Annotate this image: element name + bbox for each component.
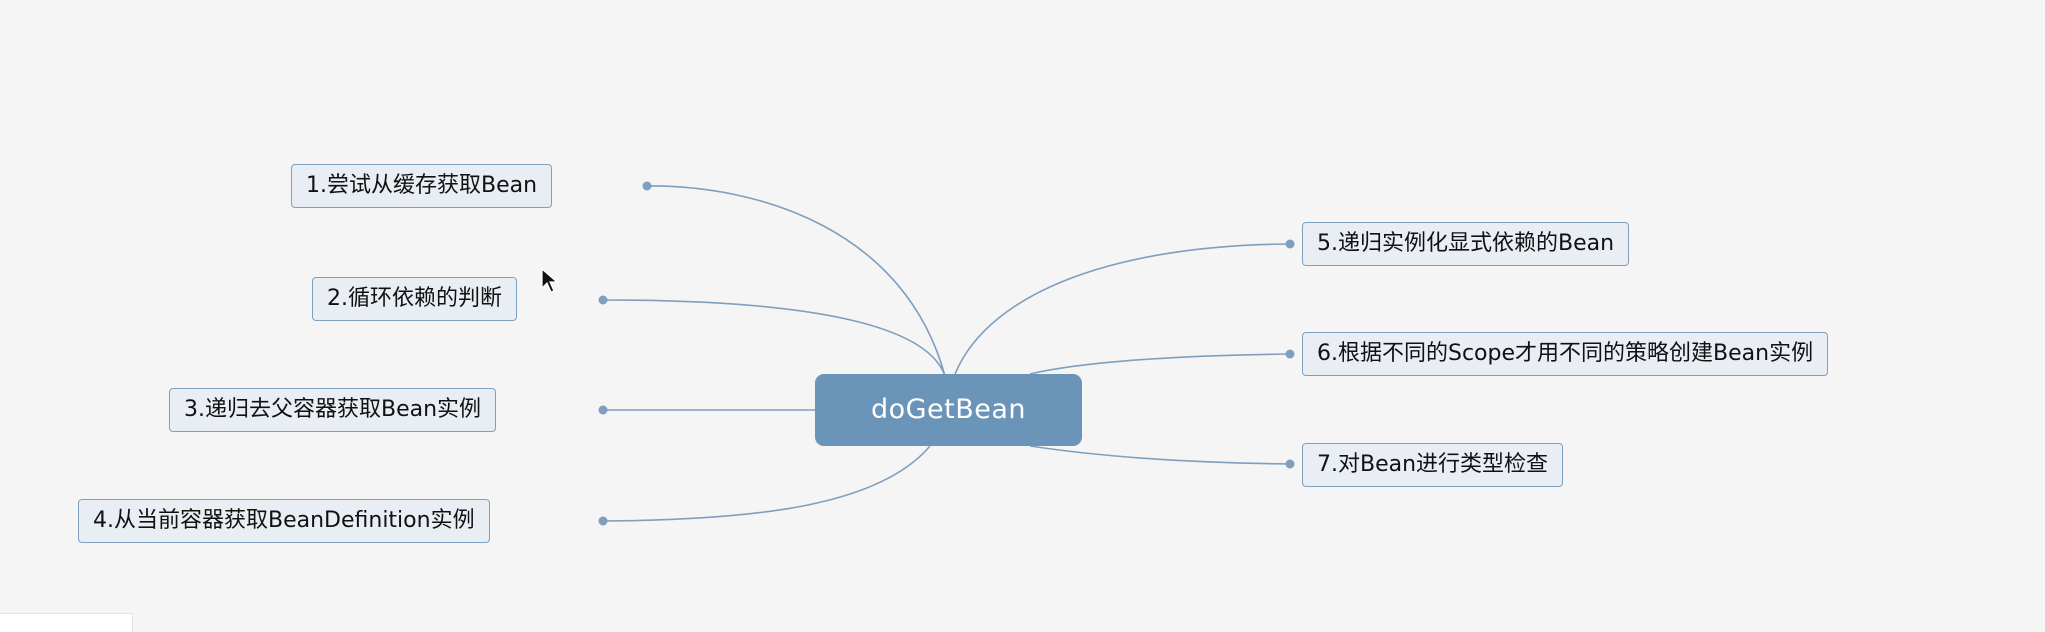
branch-node-2[interactable]: 2.循环依赖的判断: [312, 277, 517, 321]
mouse-cursor-icon: [541, 268, 559, 293]
branch-node-3[interactable]: 3.递归去父容器获取Bean实例: [169, 388, 497, 432]
connector-dot-5: [1285, 239, 1295, 249]
connector-dot-4: [598, 516, 608, 526]
branch-node-6[interactable]: 6.根据不同的Scope才用不同的策略创建Bean实例: [1302, 332, 1829, 376]
central-topic-node[interactable]: doGetBean: [815, 374, 1082, 446]
connector-4: [602, 445, 931, 522]
branch-node-1[interactable]: 1.尝试从缓存获取Bean: [291, 164, 553, 208]
connector-dot-6: [1285, 349, 1295, 359]
connector-7: [1029, 445, 1291, 465]
connector-dot-7: [1285, 459, 1295, 469]
connector-1: [646, 185, 946, 377]
connector-2: [602, 299, 946, 377]
branch-node-7[interactable]: 7.对Bean进行类型检查: [1302, 443, 1564, 487]
connector-dot-2: [598, 295, 608, 305]
branch-node-5[interactable]: 5.递归实例化显式依赖的Bean: [1302, 222, 1630, 266]
connector-dot-1: [642, 181, 652, 191]
connector-5: [954, 243, 1291, 375]
connector-6: [1029, 353, 1291, 375]
branch-node-4[interactable]: 4.从当前容器获取BeanDefinition实例: [78, 499, 490, 543]
corner-panel: [0, 613, 133, 632]
connector-dot-3: [598, 405, 608, 415]
